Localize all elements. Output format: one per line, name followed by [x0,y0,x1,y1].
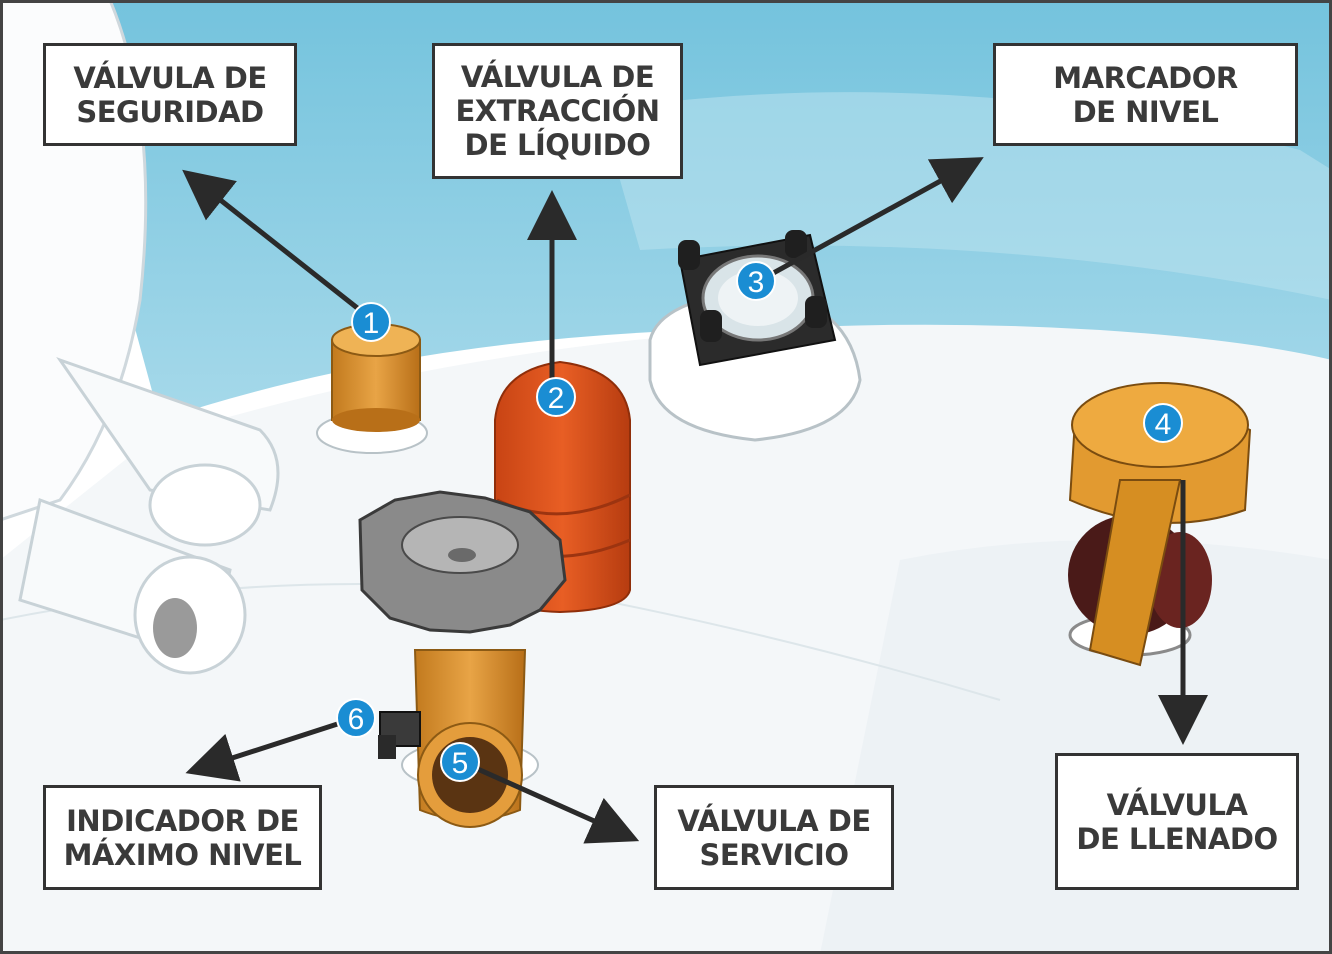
label-max-level-indicator: INDICADOR DE MÁXIMO NIVEL [43,785,322,890]
badge-6: 6 [336,698,376,738]
label-filling-valve: VÁLVULA DE LLENADO [1055,753,1299,890]
svg-text:5: 5 [452,747,469,780]
badge-5: 5 [440,742,480,782]
max-level-indicator [378,711,421,759]
handwheel [358,490,567,634]
badge-4: 4 [1143,403,1183,443]
filling-valve [1068,382,1252,667]
badge-3: 3 [736,261,776,301]
label-liquid-extraction-valve: VÁLVULA DE EXTRACCIÓN DE LÍQUIDO [432,43,683,179]
arrow-3 [755,157,984,285]
badge-1: 1 [351,302,391,342]
handle-knuckle [148,463,262,547]
label-service-valve: VÁLVULA DE SERVICIO [654,785,894,890]
handle-hole [153,598,197,658]
arrow-6 [185,715,357,782]
safety-valve [316,323,428,454]
badge-2: 2 [536,377,576,417]
label-level-gauge: MARCADOR DE NIVEL [993,43,1298,146]
arrows [182,157,1208,844]
svg-text:6: 6 [348,703,365,736]
arrow-1 [182,169,372,320]
svg-text:3: 3 [748,266,765,299]
svg-text:1: 1 [363,307,380,340]
service-valve [401,649,539,828]
arrow-5 [460,759,640,844]
svg-text:4: 4 [1155,408,1172,441]
svg-text:2: 2 [548,382,565,415]
label-safety-valve: VÁLVULA DE SEGURIDAD [43,43,297,146]
